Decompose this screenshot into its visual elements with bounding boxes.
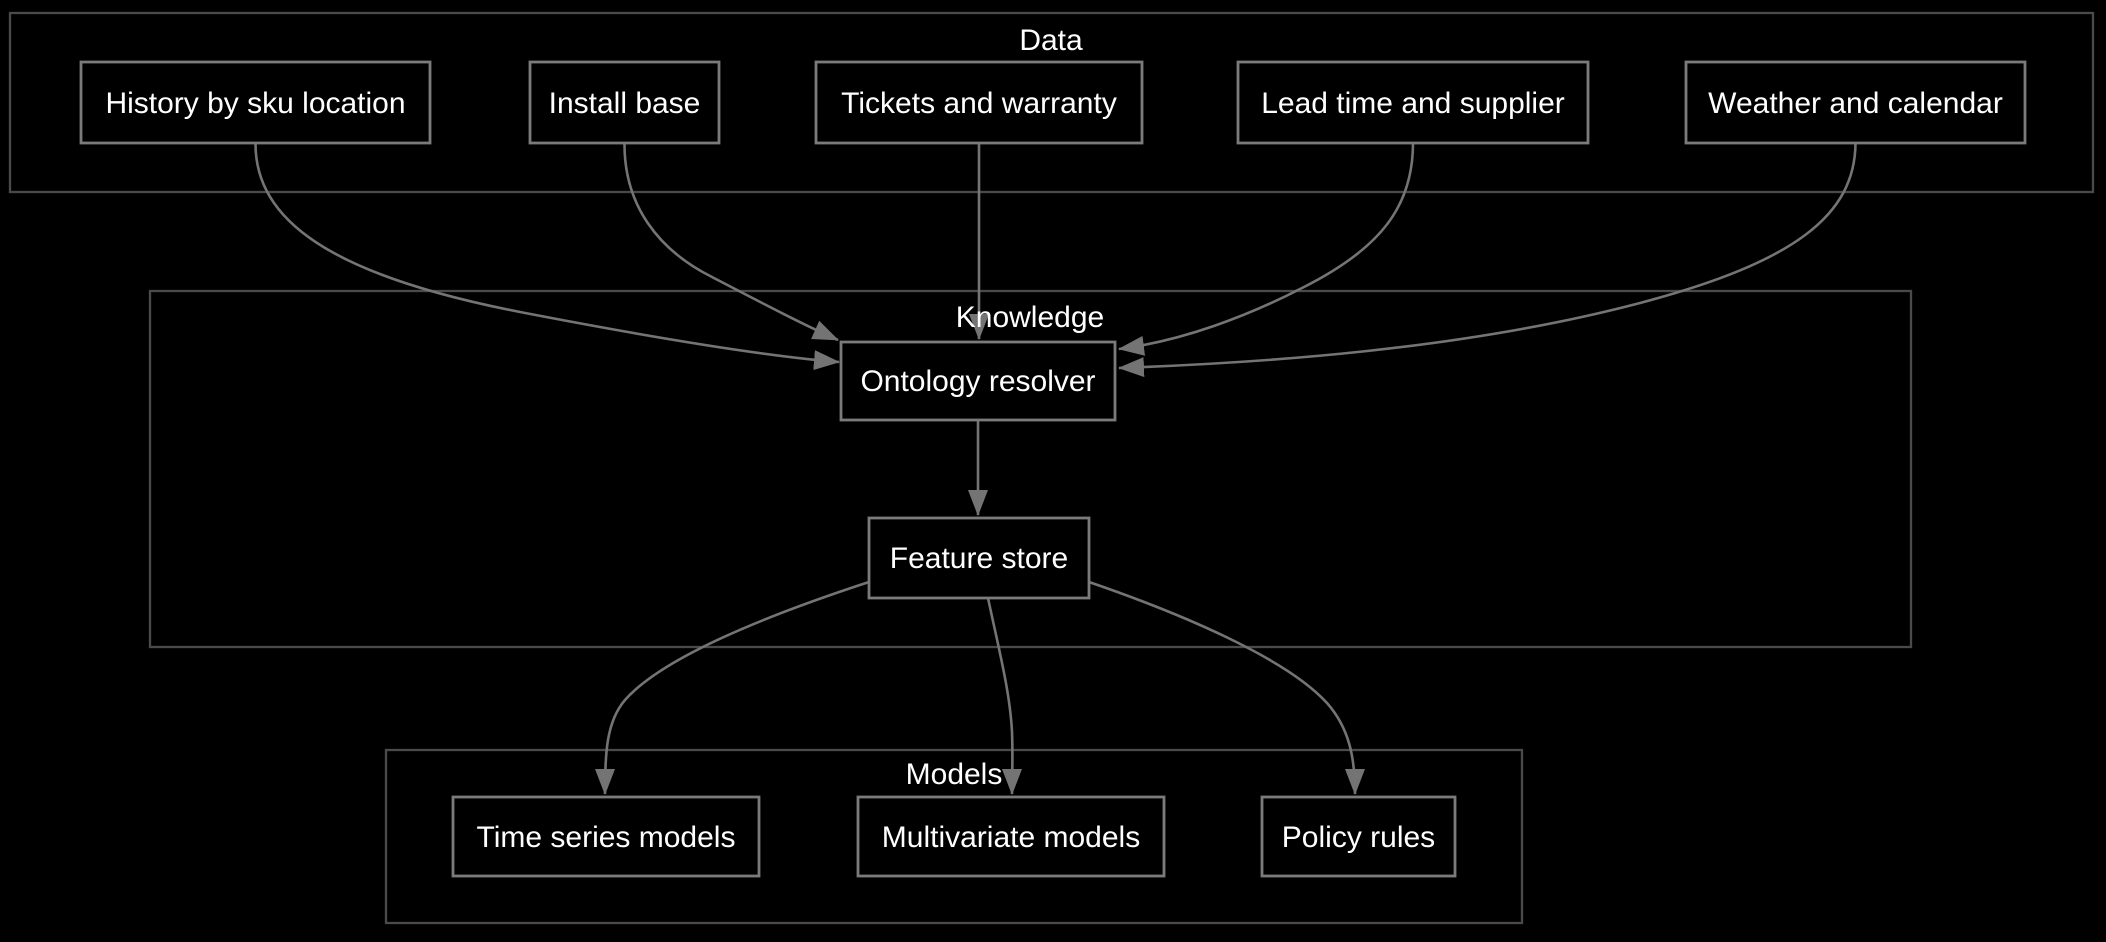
node-label: Install base: [549, 87, 701, 120]
node-weather: Weather and calendar: [1684, 60, 2027, 145]
cluster-models: [384, 748, 1524, 925]
node-policy-rules: Policy rules: [1260, 795, 1457, 878]
node-label: Multivariate models: [882, 821, 1140, 854]
node-label: Lead time and supplier: [1261, 87, 1565, 120]
edge-lead-time-to-ontology: [1118, 142, 1415, 356]
node-ontology-resolver: Ontology resolver: [839, 340, 1117, 422]
node-label: Feature store: [890, 542, 1068, 575]
node-box: [528, 60, 721, 145]
node-label: Ontology resolver: [860, 365, 1095, 398]
node-label: History by sku location: [105, 87, 405, 120]
cluster-label-data: Data: [1019, 24, 1083, 57]
edge-install-base-to-ontology: [623, 142, 839, 342]
node-box: [839, 340, 1117, 422]
edge-feature-store-to-multivariate: [986, 597, 1023, 795]
node-box: [79, 60, 432, 145]
node-box: [451, 795, 761, 878]
node-label: Tickets and warranty: [841, 87, 1117, 120]
node-box: [1684, 60, 2027, 145]
node-lead-time: Lead time and supplier: [1236, 60, 1590, 145]
edge-history-to-ontology: [254, 142, 840, 371]
edges: [254, 142, 1857, 795]
node-label: Time series models: [477, 821, 736, 854]
edge-weather-to-ontology: [1118, 142, 1857, 378]
node-feature-store: Feature store: [867, 516, 1091, 600]
edge-feature-store-to-time-series: [595, 580, 870, 795]
node-box: [1236, 60, 1590, 145]
cluster-data: [8, 11, 2095, 194]
cluster-label-models: Models: [906, 758, 1003, 791]
node-label: Policy rules: [1282, 821, 1435, 854]
node-multivariate: Multivariate models: [856, 795, 1166, 878]
node-box: [867, 516, 1091, 600]
node-tickets: Tickets and warranty: [814, 60, 1144, 145]
node-box: [814, 60, 1144, 145]
node-label: Weather and calendar: [1708, 87, 2003, 120]
node-box: [856, 795, 1166, 878]
node-install-base: Install base: [528, 60, 721, 145]
cluster-knowledge: [148, 289, 1913, 649]
node-box: [1260, 795, 1457, 878]
cluster-label-knowledge: Knowledge: [956, 301, 1104, 334]
node-time-series: Time series models: [451, 795, 761, 878]
node-history: History by sku location: [79, 60, 432, 145]
edge-feature-store-to-policy-rules: [1088, 580, 1365, 795]
